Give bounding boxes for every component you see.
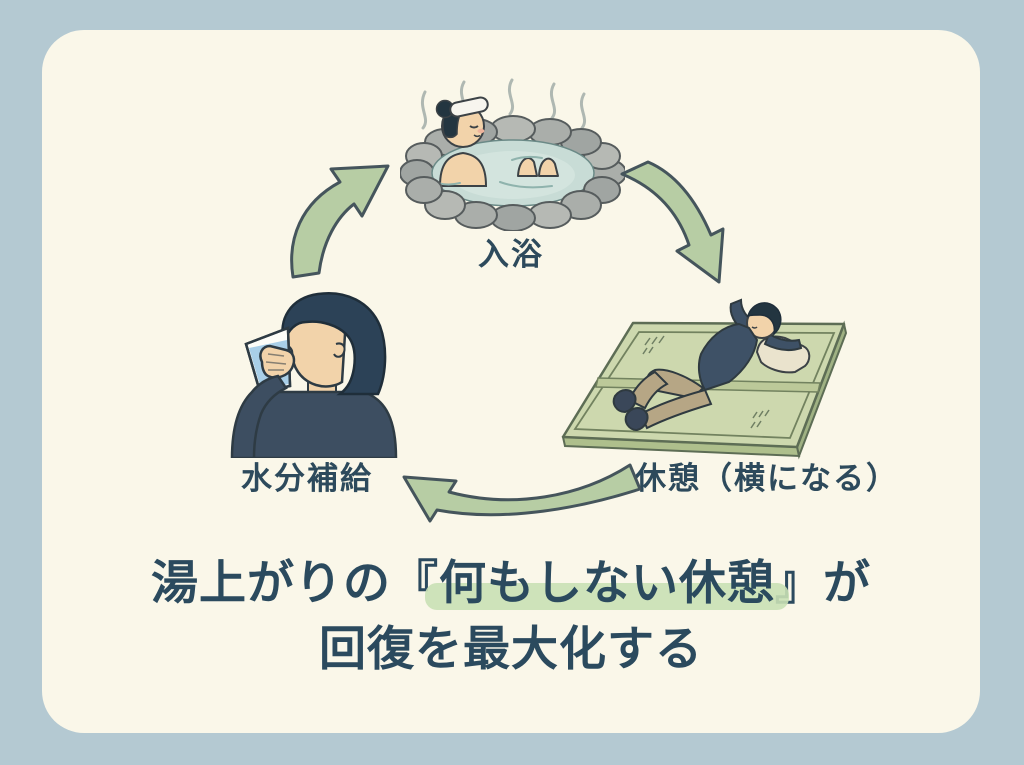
arrow-hydration-to-bath-icon — [290, 164, 390, 279]
headline: 湯上がりの『何もしない休憩』が 回復を最大化する — [42, 550, 980, 682]
step-label-rest: 休憩（横になる） — [635, 461, 899, 496]
drinking-water-icon — [230, 292, 398, 458]
onsen-bath-icon — [400, 78, 625, 231]
bathing-person — [435, 96, 559, 187]
headline-line1-suffix: 』が — [775, 556, 871, 609]
step-label-bath: 入浴 — [478, 237, 544, 272]
stone-ring-front — [405, 176, 621, 231]
resting-person — [612, 298, 803, 432]
drinking-person — [230, 292, 398, 458]
headline-line1-prefix: 湯上がりの『 — [151, 556, 439, 609]
arrow-rest-to-hydration-icon — [402, 463, 642, 523]
step-label-hydration: 水分補給 — [241, 461, 373, 496]
headline-line1: 湯上がりの『何もしない休憩』が — [42, 550, 980, 616]
arrow-bath-to-rest-icon — [620, 160, 725, 284]
resting-on-tatami-icon — [561, 298, 848, 460]
headline-line2: 回復を最大化する — [319, 622, 703, 675]
infographic-card: 入浴 — [42, 30, 980, 733]
headline-highlighted-phrase: 何もしない休憩 — [439, 556, 775, 609]
